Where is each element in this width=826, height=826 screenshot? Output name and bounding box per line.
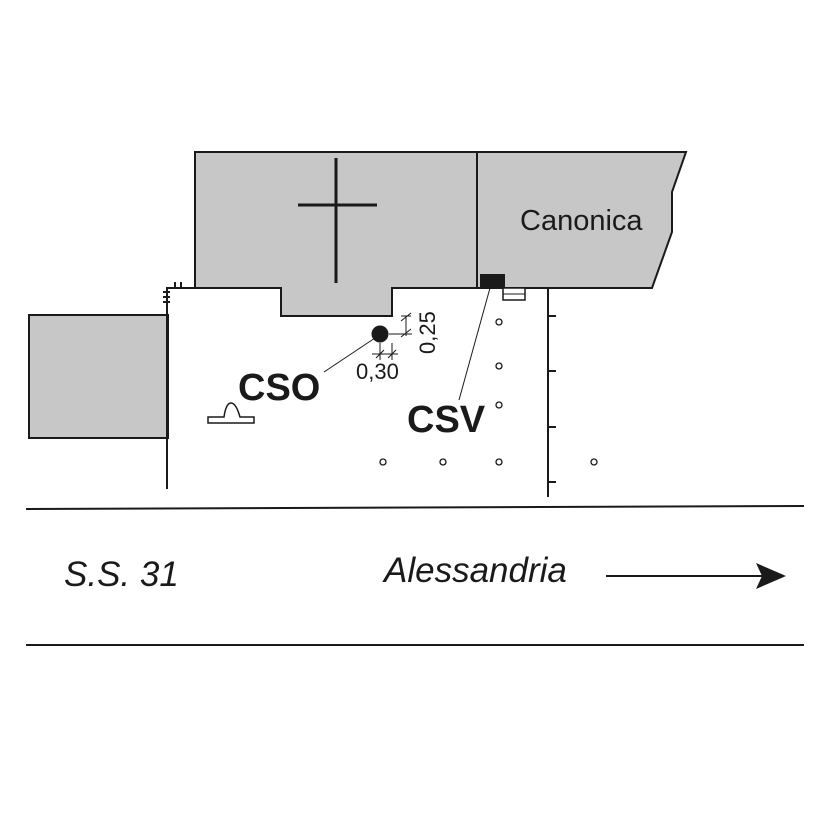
arrow-right-icon bbox=[606, 563, 786, 589]
cso-label: CSO bbox=[238, 367, 320, 409]
cso-marker bbox=[371, 325, 389, 343]
left-building bbox=[28, 314, 169, 439]
cross-icon bbox=[298, 158, 377, 283]
dimension-x-label: 0,30 bbox=[356, 359, 399, 384]
canonica-label: Canonica bbox=[520, 205, 643, 237]
dimension-lines bbox=[372, 312, 412, 360]
csv-marker bbox=[480, 274, 505, 288]
road-edge-top bbox=[25, 505, 805, 510]
direction-label: Alessandria bbox=[382, 551, 567, 590]
monument-symbol bbox=[207, 402, 255, 424]
dimension-y-label: 0,25 bbox=[415, 311, 440, 354]
road-name-label: S.S. 31 bbox=[64, 555, 179, 594]
churchyard-outline bbox=[163, 282, 652, 497]
tree-dots bbox=[379, 318, 598, 466]
csv-leader-line bbox=[458, 287, 491, 401]
cso-leader-line bbox=[323, 335, 379, 373]
csv-label: CSV bbox=[407, 399, 486, 441]
